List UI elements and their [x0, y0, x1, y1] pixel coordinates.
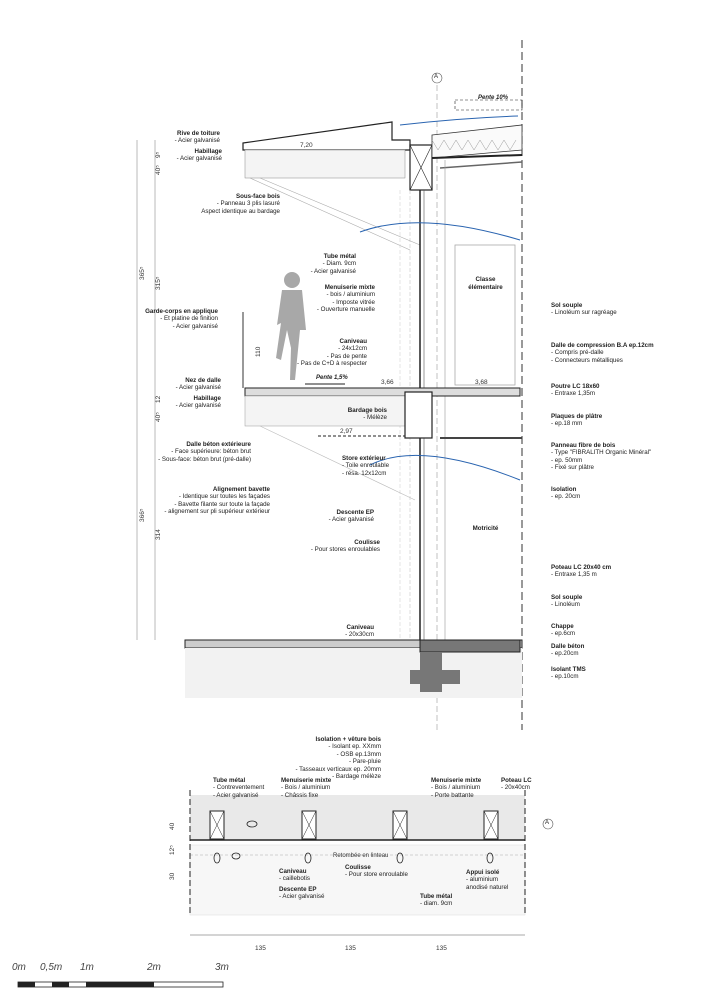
room-motricite: Motricité: [472, 525, 499, 532]
label-dalle-exterieure: Dalle béton extérieure- Face supérieure:…: [158, 441, 251, 463]
dim: 135: [255, 945, 266, 952]
slope-balcony: Pente 1,5%: [316, 375, 348, 381]
label-isolation: Isolation- ep. 20cm: [551, 486, 581, 501]
label-sol-souple-2: Sol souple- Linoléum: [551, 594, 583, 609]
dim: 110: [255, 346, 262, 357]
roof-insulation: [431, 124, 523, 159]
plan-label-coulisse: Coulisse- Pour store enroulable: [345, 864, 408, 879]
label-store: Store extérieur- Toile enroulable- résa.…: [342, 455, 390, 477]
dim: 315⁵: [155, 276, 162, 290]
label-caniveau: Caniveau- 24x12cm- Pas de pente- Pas de …: [297, 338, 367, 368]
plan-axis-a-label: A: [545, 820, 550, 826]
scale-label: 2m: [147, 962, 161, 973]
plan-label-descente-ep: Descente EP- Acier galvanisé: [279, 886, 325, 901]
dim: 9⁵: [155, 151, 162, 158]
label-bardage: Bardage bois- Mélèze: [347, 407, 387, 422]
level-720: 7,20: [300, 142, 313, 149]
slope-roof: Pente 10%: [478, 95, 509, 101]
scale-label: 0,5m: [40, 962, 63, 973]
label-garde-corps: Garde-corps en applique- Et platine de f…: [145, 308, 218, 330]
label-rive-toiture: Rive de toiture- Acier galvanisé: [174, 130, 220, 145]
plan-label-menuiserie-porte: Menuiserie mixte- Bois / aluminium- Port…: [431, 777, 482, 799]
label-isolant-tms: Isolant TMS- ep.10cm: [551, 666, 586, 681]
axis-a-marker: [431, 72, 443, 84]
label-chappe: Chappe- ep.6cm: [551, 623, 576, 638]
label-dalle-compression: Dalle de compression B.A ep.12cm- Compri…: [551, 342, 654, 364]
axis-a-label: A: [434, 74, 439, 80]
plan-floor: [190, 795, 525, 840]
soffit: [244, 149, 406, 179]
label-dalle-beton: Dalle béton- ep.20cm: [551, 643, 585, 658]
person-silhouette: [276, 272, 306, 380]
scale-label: 3m: [215, 962, 229, 973]
label-caniveau-2: Caniveau- 20x30cm: [345, 624, 374, 639]
label-menuiserie: Menuiserie mixte- bois / aluminium- Impo…: [316, 284, 375, 314]
label-habillage-2: Habillage- Acier galvanisé: [175, 395, 221, 410]
roof-edge: [242, 121, 411, 151]
level-297: 2,97: [340, 428, 353, 435]
label-tube-metal: Tube métal- Diam. 9cm- Acier galvanisé: [310, 253, 356, 275]
dim: 12⁵: [169, 845, 176, 855]
level-366: 3,66: [381, 379, 394, 386]
plan-label-poteau-lc: Poteau LC- 20x40cm: [501, 777, 532, 792]
plan-note-linteau: Retombée en linteau: [333, 853, 389, 859]
label-panneau-fibre: Panneau fibre de bois- Type "FIBRALITH O…: [551, 442, 652, 472]
airflow-arrow: [399, 115, 519, 126]
scale-label: 1m: [80, 962, 94, 973]
plan-label-menuiserie-fixe: Menuiserie mixte- Bois / aluminium- Châs…: [281, 777, 332, 799]
door-frame: [454, 244, 516, 386]
label-descente-ep: Descente EP- Acier galvanisé: [328, 509, 374, 524]
dim: 30: [169, 872, 176, 880]
plan-label-tube-diam: Tube métal- diam. 9cm: [420, 893, 453, 908]
label-poutre-lc: Poutre LC 18x60- Entraxe 1,35m: [551, 383, 600, 398]
label-coulisse: Coulisse- Pour stores enroulables: [310, 539, 380, 554]
label-habillage: Habillage- Acier galvanisé: [176, 148, 222, 163]
dim: 365⁵: [139, 266, 146, 280]
label-sol-souple: Sol souple- Linoléum sur ragréage: [551, 302, 617, 317]
dim: 40⁵: [155, 412, 162, 422]
dim: 366⁵: [139, 508, 146, 522]
plan-label-tube-metal: Tube métal- Contreventement- Acier galva…: [213, 777, 265, 799]
plan-label-caniveau: Caniveau- caillebotis: [279, 868, 310, 883]
scale-bar: [17, 981, 224, 988]
room-classe: Classe élémentaire: [468, 276, 503, 291]
dim: 40: [169, 822, 176, 830]
dim: 135: [345, 945, 356, 952]
dim: 135: [436, 945, 447, 952]
label-plaques-platre: Plaques de plâtre- ep.18 mm: [551, 413, 603, 428]
plan-label-isolation: Isolation + vêture bois- Isolant ep. XXm…: [295, 736, 381, 781]
dim: 12: [155, 395, 162, 403]
scale-label: 0m: [12, 962, 26, 973]
slab: [244, 387, 521, 397]
label-nez-dalle: Nez de dalle- Acier galvanisé: [175, 377, 221, 392]
label-bavette: Alignement bavette- Identique sur toutes…: [164, 486, 270, 516]
level-368: 3,68: [475, 379, 488, 386]
label-poteau-lc: Poteau LC 20x40 cm- Entraxe 1,35 m: [551, 564, 612, 579]
dim: 40⁵: [155, 165, 162, 175]
dim: 314: [155, 529, 162, 540]
